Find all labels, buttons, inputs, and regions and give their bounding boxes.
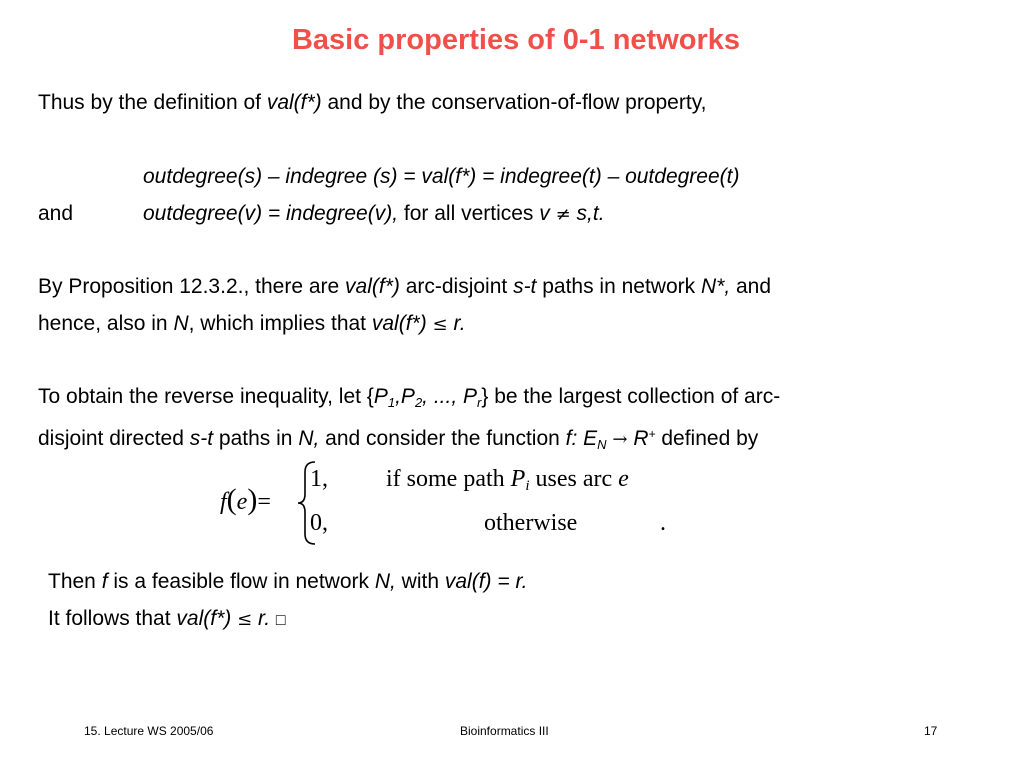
case2-value: 0,	[310, 510, 328, 536]
math-n: N,	[374, 570, 396, 593]
math-v: v	[539, 202, 550, 225]
math-r: r.	[447, 312, 466, 335]
text: defined by	[655, 427, 759, 450]
math-p: P	[400, 385, 415, 408]
footer-page-number: 17	[924, 724, 938, 738]
math-n: N,	[298, 427, 320, 450]
math-nstar: N*,	[700, 275, 731, 298]
text: and consider the function	[319, 427, 566, 450]
subscript: r	[477, 395, 482, 410]
formula-lhs: f(e)=	[220, 483, 271, 516]
less-equal-symbol: ≤	[237, 609, 253, 630]
text: To obtain the reverse inequality, let {	[38, 385, 374, 408]
text: and	[730, 275, 772, 298]
subscript: i	[525, 478, 530, 494]
text: By Proposition 12.3.2., there are	[38, 275, 346, 298]
math-n: N	[173, 312, 189, 335]
formula-period: .	[660, 510, 666, 536]
math-equation: outdegree(s) – indegree (s) = val(f*) = …	[143, 165, 740, 188]
paragraph-reverse-line2: disjoint directed s-t paths in N, and co…	[38, 421, 758, 458]
math-f: f	[220, 489, 227, 515]
text: hence, also in	[38, 312, 174, 335]
math-st: s-t	[513, 275, 537, 298]
qed-square-icon: □	[275, 612, 286, 629]
text: ,	[395, 385, 401, 408]
text: } be the largest collection of arc-	[481, 385, 781, 408]
less-equal-symbol: ≤	[432, 314, 448, 335]
subscript: 1	[387, 395, 396, 410]
math-p: P	[463, 385, 478, 408]
case1-value: 1,	[310, 466, 328, 492]
slide-title: Basic properties of 0-1 networks	[291, 24, 741, 56]
math-val-fstar: val(f*)	[176, 607, 232, 630]
text: if some path	[386, 466, 511, 492]
math-function: f: E	[565, 427, 598, 450]
piecewise-formula: f(e)= 1, if some path Pi uses arc e 0, o…	[215, 458, 685, 548]
text: and by the conservation-of-flow property…	[321, 91, 707, 114]
text: It follows that	[48, 607, 177, 630]
text: , ...,	[422, 385, 464, 408]
equation-conservation: outdegree(v) = indegree(v), for all vert…	[143, 201, 605, 228]
footer-course: Bioinformatics III	[460, 724, 549, 738]
paragraph-proposition-line1: By Proposition 12.3.2., there are val(f*…	[38, 274, 771, 300]
text: Thus by the definition of	[38, 91, 267, 114]
math-st: s-t	[189, 427, 214, 450]
math-val-fstar: val(f*)	[345, 275, 400, 298]
text: paths in	[213, 427, 299, 450]
not-equal-symbol: ≠	[555, 204, 571, 225]
math-e: e	[618, 466, 629, 492]
and-label: and	[38, 202, 74, 225]
math-r: R	[627, 427, 649, 450]
math-e: e	[236, 489, 248, 515]
text: disjoint directed	[38, 427, 190, 450]
case1-condition: if some path Pi uses arc e	[386, 465, 629, 500]
superscript: +	[648, 427, 656, 441]
math-val-f: val(f) = r.	[444, 570, 528, 593]
text: , which implies that	[188, 312, 372, 335]
equation-degree-balance: outdegree(s) – indegree (s) = val(f*) = …	[143, 164, 739, 190]
math-equation: outdegree(v) = indegree(v),	[143, 202, 399, 225]
text: is a feasible flow in network	[107, 570, 375, 593]
math-f: f	[101, 570, 108, 593]
text: with	[395, 570, 445, 593]
math-st: s,t.	[570, 202, 605, 225]
subscript: 2	[414, 395, 423, 410]
math-r: r.	[252, 607, 271, 630]
math-p: P	[510, 466, 526, 492]
paragraph-conclusion-line2: It follows that val(f*) ≤ r. □	[48, 606, 286, 634]
footer-lecture: 15. Lecture WS 2005/06	[84, 724, 214, 738]
left-brace	[297, 461, 316, 545]
right-arrow-symbol: →	[612, 429, 628, 450]
paragraph-definition: Thus by the definition of val(f*) and by…	[38, 90, 706, 116]
math-val-fstar: val(f*)	[371, 312, 427, 335]
text: paths in network	[536, 275, 701, 298]
paragraph-conclusion-line1: Then f is a feasible flow in network N, …	[48, 569, 528, 595]
text: arc-disjoint	[399, 275, 514, 298]
math-val-fstar: val(f*)	[266, 91, 322, 114]
paragraph-reverse-line1: To obtain the reverse inequality, let {P…	[38, 384, 780, 416]
paragraph-proposition-line2: hence, also in N, which implies that val…	[38, 311, 466, 338]
case2-condition: otherwise	[484, 510, 578, 536]
text: Then	[48, 570, 102, 593]
text: uses arc	[529, 466, 619, 492]
math-p: P	[373, 385, 388, 408]
text: for all vertices	[398, 202, 540, 225]
equals-symbol: =	[257, 489, 271, 515]
subscript: N	[597, 437, 607, 452]
